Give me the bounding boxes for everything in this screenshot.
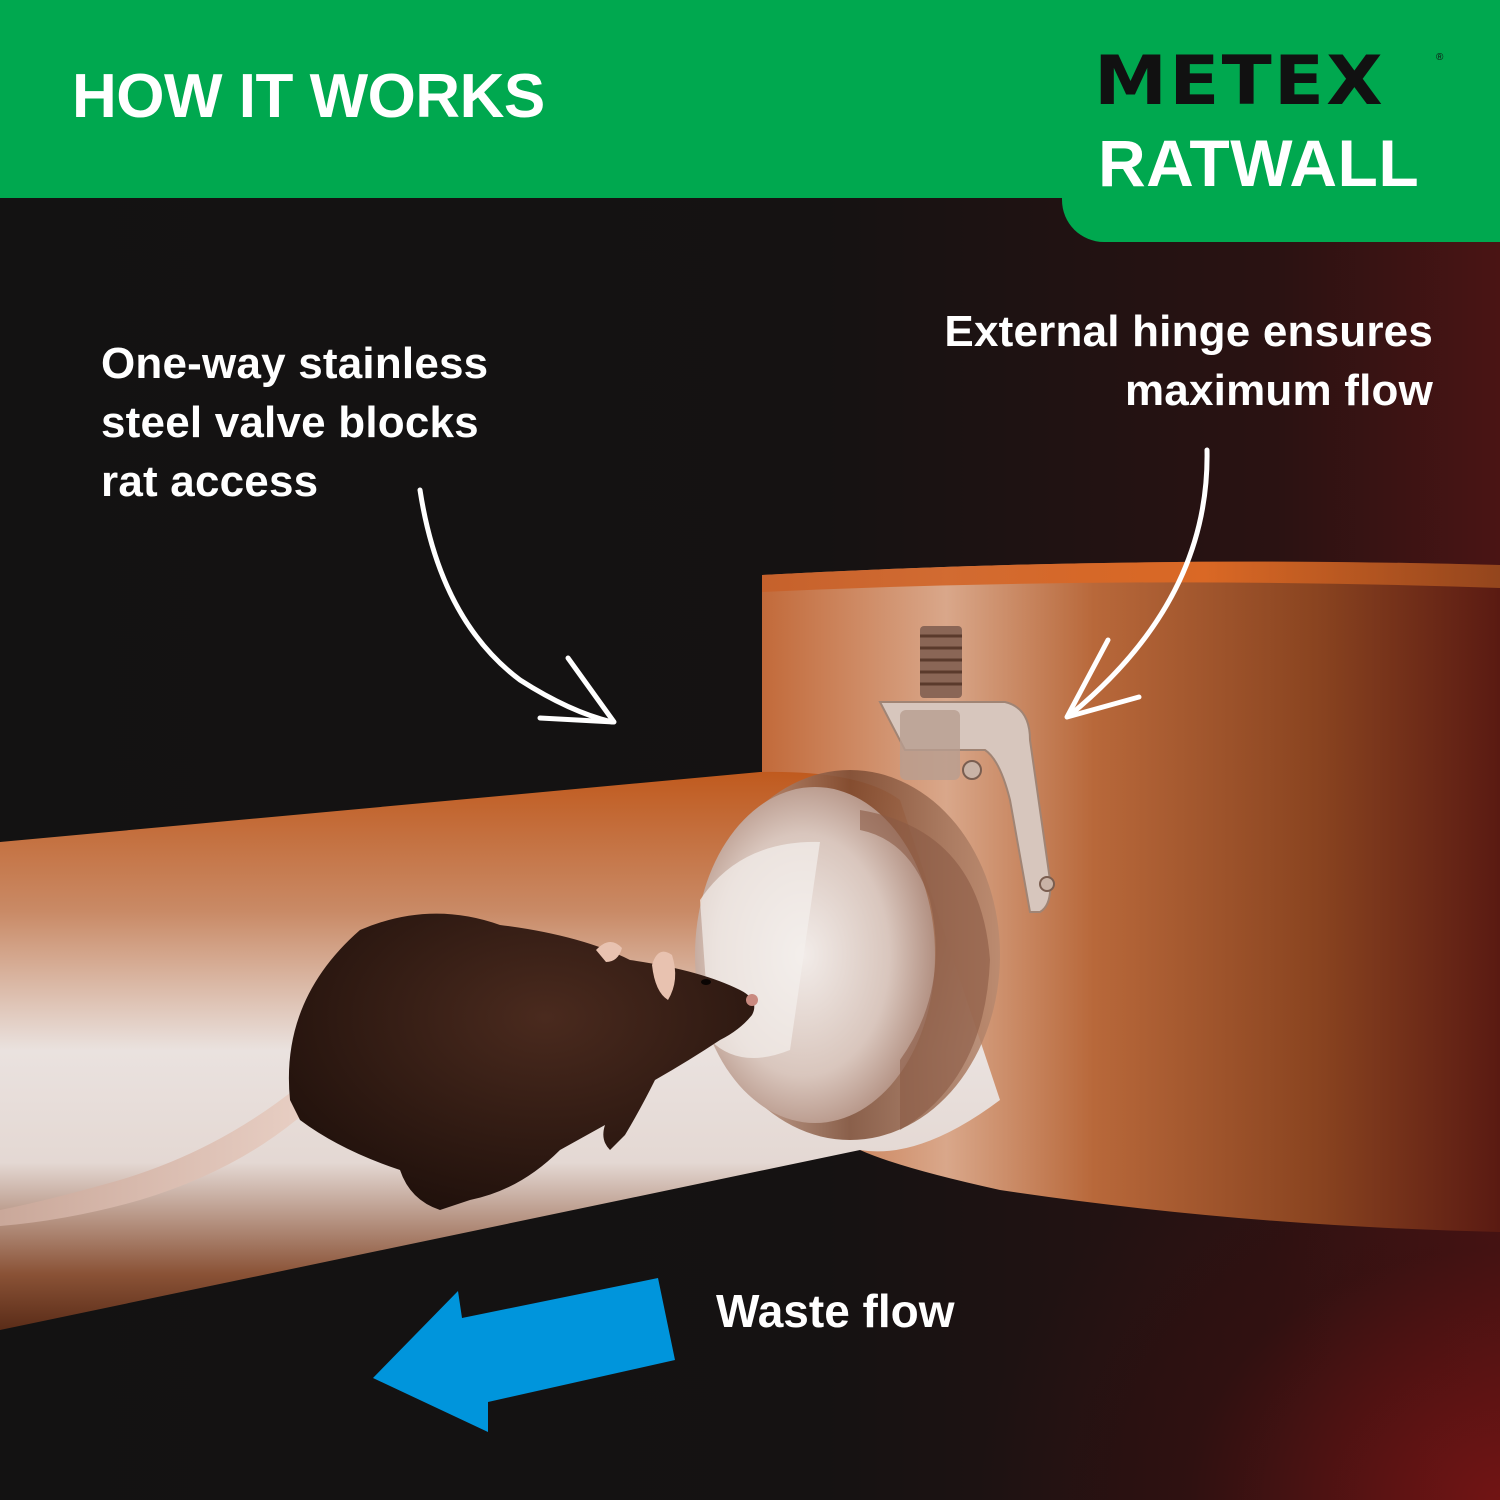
- flow-arrow-icon: [373, 1278, 675, 1432]
- curved-arrow-icon: [1064, 447, 1210, 720]
- callout-text: One-way stainless: [101, 339, 489, 388]
- callout-text: steel valve blocks: [101, 398, 479, 447]
- curved-arrow-icon: [417, 487, 617, 725]
- hinge-callout: External hinge ensures maximum flow: [733, 302, 1433, 420]
- valve-assembly: [695, 770, 1000, 1140]
- callout-text: maximum flow: [1124, 366, 1433, 415]
- waste-flow-label: Waste flow: [716, 1285, 955, 1337]
- external-hinge: [878, 626, 1055, 913]
- page-title: HOW IT WORKS: [72, 62, 545, 131]
- valve-callout: One-way stainless steel valve blocks rat…: [101, 334, 621, 511]
- brand-logo: METEX: [1094, 42, 1385, 121]
- brand-tab: [1062, 0, 1500, 242]
- callout-text: External hinge ensures: [944, 307, 1433, 356]
- product-name: RATWALL: [1098, 126, 1420, 200]
- callout-text: rat access: [101, 457, 319, 506]
- registered-mark: ®: [1436, 52, 1444, 63]
- rat: [0, 913, 758, 1226]
